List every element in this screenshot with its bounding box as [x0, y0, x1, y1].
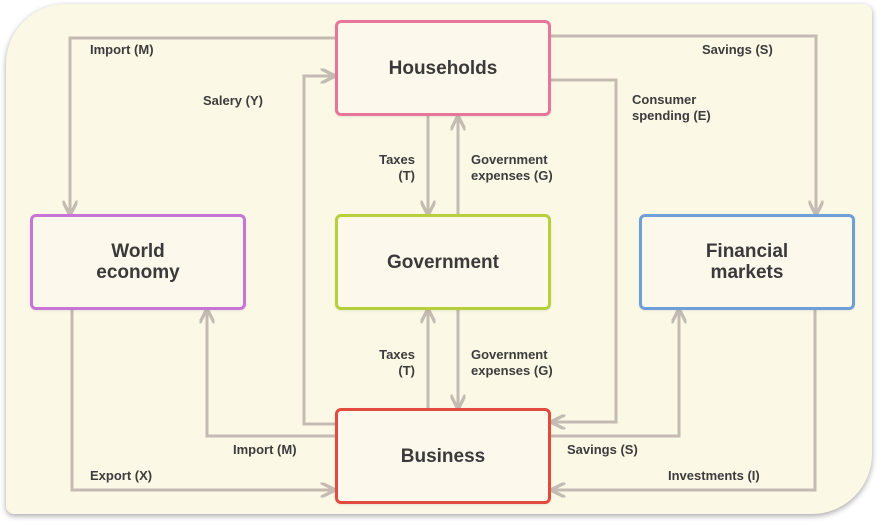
label-export: Export (X)	[90, 468, 153, 483]
label-gov-expenses-top: Government expenses (G)	[471, 152, 553, 183]
arrow-consumer-households-business	[550, 78, 618, 422]
label-taxes-bottom: Taxes (T)	[379, 347, 415, 378]
label-savings-bottom: Savings (S)	[567, 442, 638, 457]
node-world-economy-label: World economy	[96, 241, 180, 283]
node-households: Households	[335, 20, 551, 116]
label-salary: Salery (Y)	[203, 93, 263, 108]
node-government: Government	[335, 214, 551, 310]
label-gov-expenses-bottom: Government expenses (G)	[471, 347, 553, 378]
node-financial-markets: Financial markets	[639, 214, 855, 310]
node-business-label: Business	[400, 445, 486, 467]
node-financial-markets-label: Financial markets	[705, 241, 789, 283]
arrow-export-world-business	[70, 310, 334, 490]
label-taxes-top: Taxes (T)	[379, 152, 415, 183]
label-import-top: Import (M)	[90, 42, 154, 57]
arrow-savings-households-financial	[550, 34, 816, 214]
node-business: Business	[335, 408, 551, 504]
node-households-label: Households	[388, 57, 498, 79]
label-import-bottom: Import (M)	[233, 442, 297, 457]
label-consumer-spending: Consumer spending (E)	[632, 92, 711, 123]
arrow-savings-business-financial	[550, 310, 679, 438]
node-world-economy: World economy	[30, 214, 246, 310]
label-savings-top: Savings (S)	[702, 42, 773, 57]
arrow-salary-business-households	[302, 76, 336, 426]
node-government-label: Government	[387, 251, 499, 273]
arrow-investments-financial-business	[552, 310, 817, 490]
arrow-import-business-world	[207, 310, 336, 438]
label-investments: Investments (I)	[668, 468, 760, 483]
arrow-import-households-world	[70, 36, 336, 214]
